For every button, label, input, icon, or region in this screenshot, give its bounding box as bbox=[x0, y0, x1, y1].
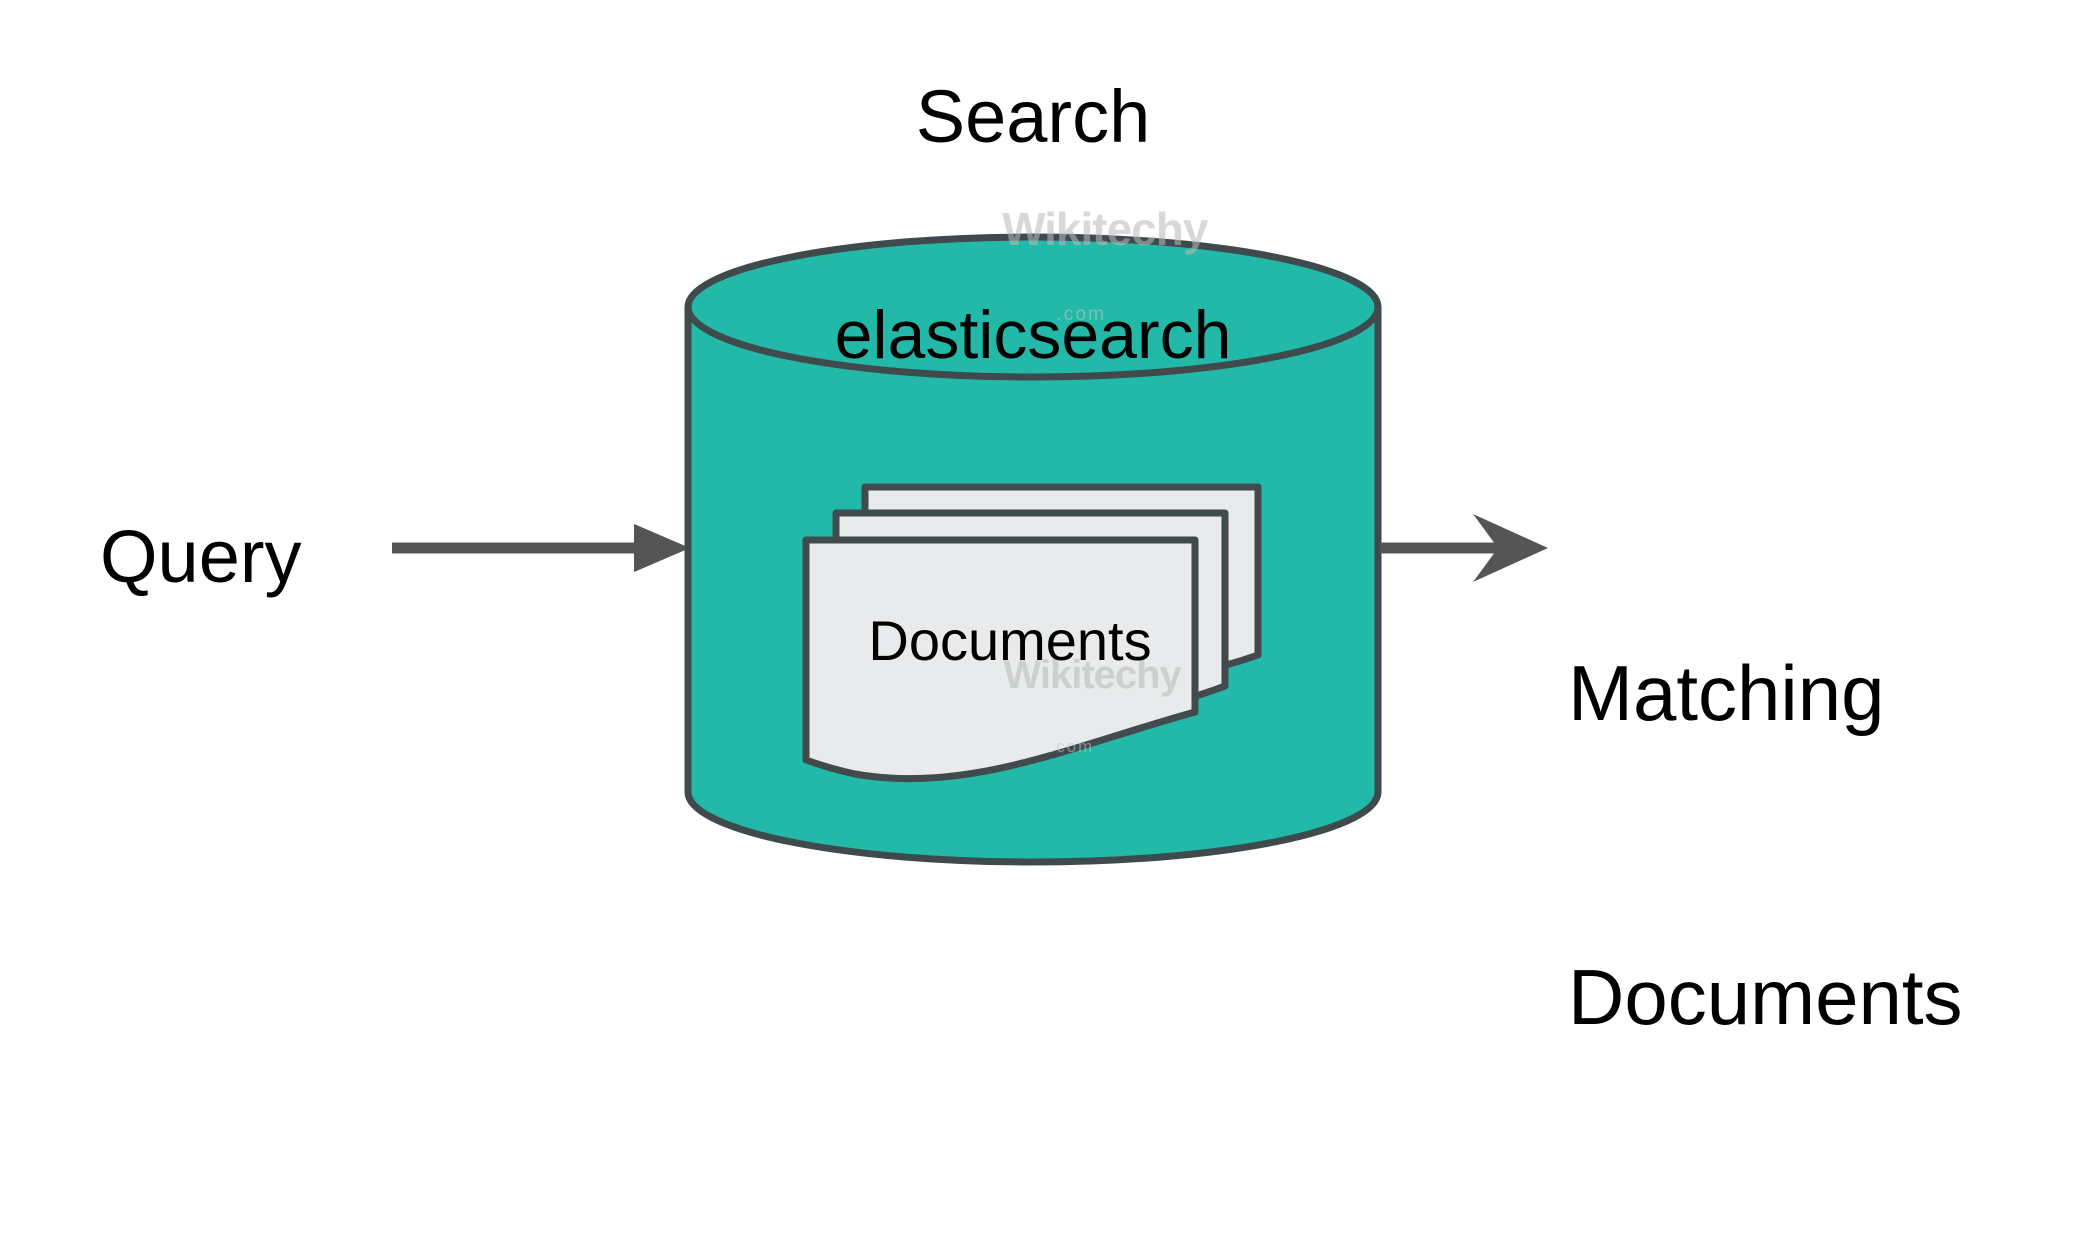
query-arrow bbox=[392, 524, 690, 572]
result-arrow bbox=[1380, 514, 1548, 582]
result-arrow-head bbox=[1473, 514, 1548, 582]
matching-documents-line1: Matching bbox=[1568, 648, 1885, 737]
documents-stack bbox=[802, 483, 1262, 783]
cylinder-top-cap bbox=[684, 233, 1382, 381]
query-arrow-head bbox=[634, 524, 690, 572]
matching-documents-line2: Documents bbox=[1568, 952, 1963, 1041]
query-label: Query bbox=[100, 515, 302, 598]
documents-label: Documents bbox=[868, 609, 1152, 672]
page-title: Search bbox=[915, 75, 1151, 158]
datastore-label: elasticsearch bbox=[834, 297, 1232, 373]
diagram-canvas: Wikitechy .com Search elasticsearch Wiki… bbox=[100, 75, 1963, 1041]
matching-documents-label: Matching Documents bbox=[1568, 440, 2068, 1251]
document-front bbox=[802, 536, 1199, 783]
diagram-graphics bbox=[392, 233, 1548, 866]
